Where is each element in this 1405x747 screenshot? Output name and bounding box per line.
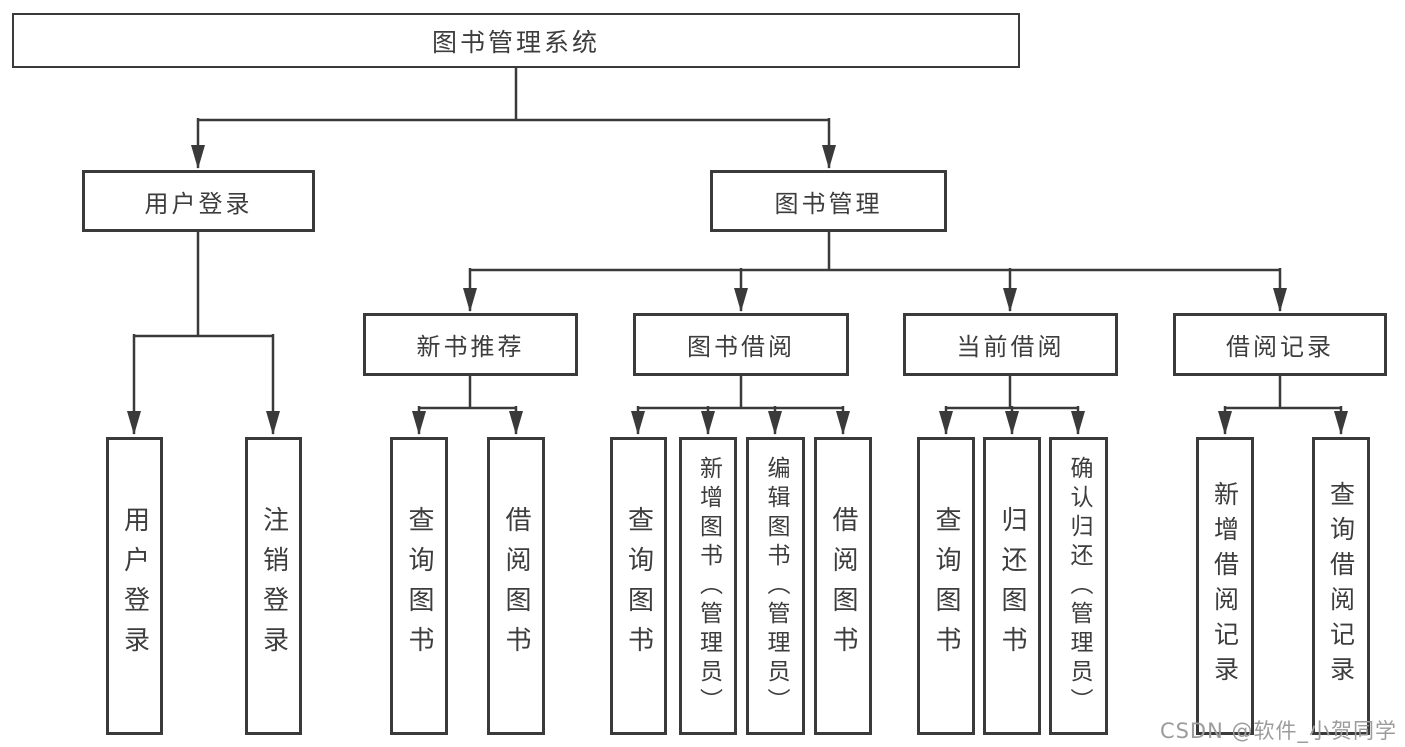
node-current-borrow: 当前借阅 [903,313,1118,376]
watermark: CSDN @软件_小贺同学 [1159,719,1397,743]
node-root-label: 图书管理系统 [431,27,600,57]
leaf-nbr-borrow-books-label: 借阅图书 [501,506,531,666]
leaf-bb-query-books-label: 查询图书 [623,506,654,666]
node-borrow-records-label: 借阅记录 [1226,333,1334,361]
leaf-user-login: 用户登录 [106,437,163,735]
leaf-bb-query-books: 查询图书 [610,437,667,735]
leaf-bb-borrow-books: 借阅图书 [814,437,872,735]
leaf-cb-query-books-label: 查询图书 [931,506,961,666]
leaf-user-login-label: 用户登录 [119,506,150,666]
leaf-br-add-record: 新增借阅记录 [1196,437,1254,735]
leaf-bb-edit-books-label: 编辑图书（管理员） [763,455,789,717]
leaf-cb-return-books-label: 归还图书 [997,506,1027,666]
node-book-management-label: 图书管理 [774,189,883,218]
node-user-login: 用户登录 [82,170,315,232]
node-book-borrow-label: 图书借阅 [687,333,795,361]
leaf-cb-confirm-return: 确认归还（管理员） [1049,437,1108,735]
leaf-nbr-borrow-books: 借阅图书 [487,437,545,735]
node-borrow-records: 借阅记录 [1173,313,1387,376]
node-root: 图书管理系统 [12,13,1020,68]
node-book-borrow: 图书借阅 [633,313,849,376]
leaf-logout: 注销登录 [245,437,302,735]
node-book-management: 图书管理 [710,170,947,232]
node-current-borrow-label: 当前借阅 [956,333,1065,361]
leaf-logout-label: 注销登录 [258,506,289,666]
node-new-book-recommend-label: 新书推荐 [416,333,525,361]
leaf-bb-add-books: 新增图书（管理员） [679,437,737,735]
leaf-nbr-query-books: 查询图书 [390,437,448,735]
leaf-cb-confirm-return-label: 确认归还（管理员） [1066,455,1092,717]
leaf-cb-return-books: 归还图书 [983,437,1041,735]
node-new-book-recommend: 新书推荐 [363,313,578,376]
leaf-br-query-record: 查询借阅记录 [1312,437,1370,735]
leaf-cb-query-books: 查询图书 [917,437,975,735]
leaf-bb-add-books-label: 新增图书（管理员） [695,455,722,717]
leaf-br-query-record-label: 查询借阅记录 [1326,481,1356,691]
node-user-login-label: 用户登录 [144,189,253,218]
leaf-bb-borrow-books-label: 借阅图书 [828,506,858,666]
leaf-bb-edit-books: 编辑图书（管理员） [746,437,805,735]
leaf-nbr-query-books-label: 查询图书 [404,506,434,666]
leaf-br-add-record-label: 新增借阅记录 [1210,481,1240,691]
